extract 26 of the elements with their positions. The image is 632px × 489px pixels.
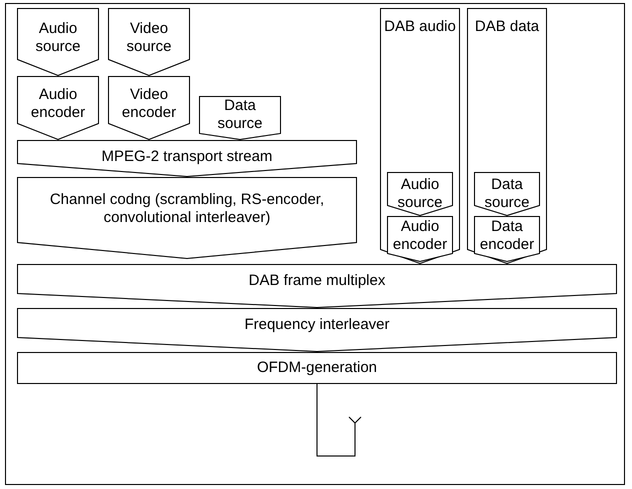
- block-label: Audio encoder: [392, 218, 448, 254]
- block-label: Video source: [125, 20, 173, 56]
- process-block: [17, 352, 617, 384]
- block-label: Audio encoder: [30, 86, 86, 122]
- process-block: [108, 8, 190, 76]
- group-title: DAB audio: [383, 18, 457, 36]
- group-band: [380, 8, 460, 264]
- block-label: Audio source: [34, 20, 82, 56]
- block-label: OFDM-generation: [256, 359, 378, 377]
- connector-line: [316, 384, 356, 456]
- block-label: MPEG-2 transport stream: [100, 148, 274, 166]
- block-label: DAB frame multiplex: [248, 272, 386, 290]
- block-label: Data encoder: [478, 218, 536, 254]
- block-label: Frequency interleaver: [243, 316, 391, 334]
- block-label: Channel codng (scrambling, RS-encoder, convolutional interleaver): [48, 191, 326, 227]
- block-label: Video encoder: [120, 86, 178, 122]
- process-block: [474, 216, 540, 262]
- process-block: [17, 308, 617, 352]
- block-label: Audio source: [396, 176, 444, 212]
- antenna-icon: [348, 416, 362, 430]
- block-label: Data source: [216, 97, 264, 133]
- group-title: DAB data: [474, 18, 540, 36]
- block-label: Data source: [483, 176, 531, 212]
- group-band: [467, 8, 547, 264]
- process-block: [17, 8, 99, 76]
- process-block: [387, 216, 453, 262]
